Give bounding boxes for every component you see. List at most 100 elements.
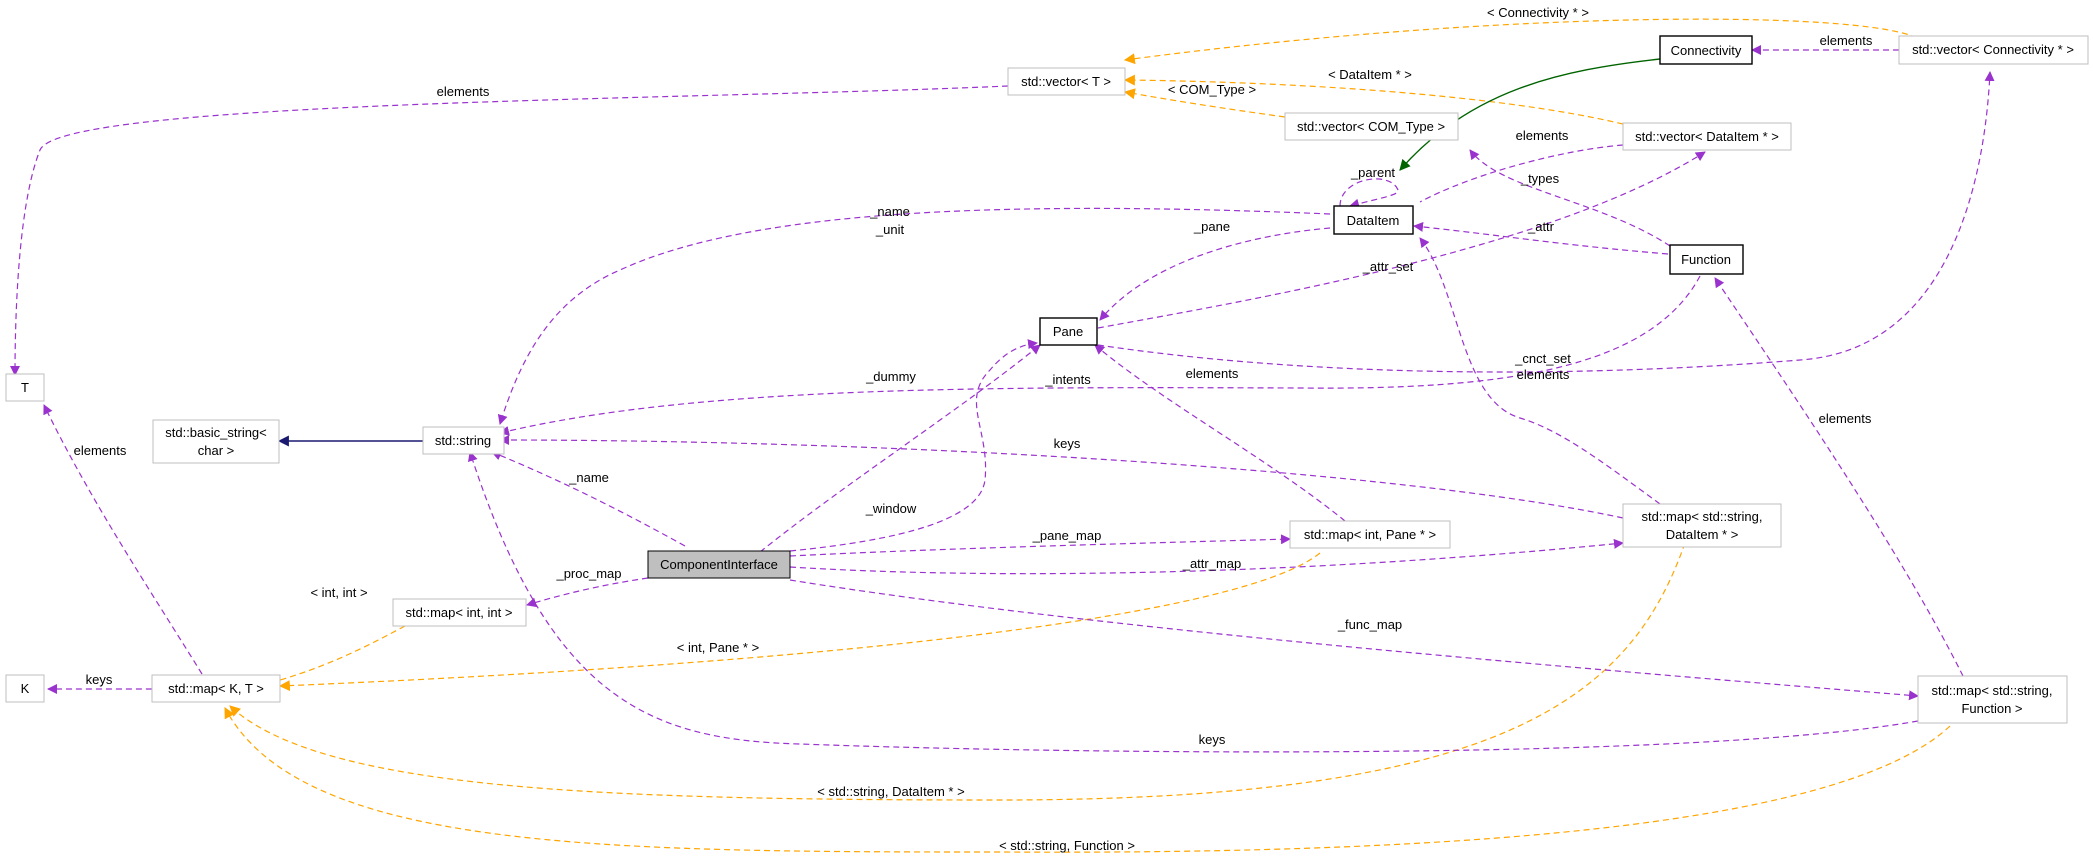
label-name-ci: _name [568, 470, 609, 485]
node-pane-label: Pane [1053, 324, 1083, 339]
label-com-vec-t: < COM_Type > [1168, 82, 1256, 97]
edge-ci-name [491, 450, 686, 547]
node-map-kt[interactable]: std::map< K, T > [151, 674, 281, 703]
node-vector-com-label: std::vector< COM_Type > [1297, 119, 1445, 134]
node-t[interactable]: T [5, 373, 45, 402]
label-cnct-set: _cnct_set [1514, 351, 1571, 366]
node-vector-t-label: std::vector< T > [1021, 74, 1111, 89]
node-basic-string-label-2: char > [198, 443, 235, 458]
node-map-int-pane[interactable]: std::map< int, Pane * > [1289, 520, 1451, 549]
edge-pane-cnct-set [1097, 71, 1995, 373]
edge-ci-window [789, 339, 1038, 552]
node-map-int-int-label: std::map< int, int > [406, 605, 513, 620]
label-vec-dataitem-elements: elements [1516, 128, 1569, 143]
edge-map-str-function-elements [1714, 277, 1964, 677]
label-name: _name [869, 204, 910, 219]
label-map-function-elements: elements [1819, 411, 1872, 426]
node-basic-string[interactable]: std::basic_string< char > [152, 419, 280, 464]
node-std-string-label: std::string [435, 433, 491, 448]
label-vec-conn-elements: elements [1820, 33, 1873, 48]
label-pane-map: _pane_map [1032, 528, 1102, 543]
edge-map-kt-elements [43, 404, 203, 675]
label-window: _window [865, 501, 917, 516]
edge-map-int-pane-elements [1094, 344, 1346, 522]
node-vector-dataitem[interactable]: std::vector< DataItem * > [1622, 122, 1792, 151]
label-types: _types [1520, 171, 1560, 186]
edge-vector-dataitem-to-vector-t [1123, 74, 1624, 125]
node-dataitem[interactable]: DataItem [1333, 205, 1414, 235]
node-vector-t[interactable]: std::vector< T > [1007, 67, 1126, 96]
edge-ci-proc-map [526, 577, 649, 608]
edge-map-str-dataitem-elements [1419, 237, 1661, 505]
label-attr-set: _attr_set [1362, 259, 1414, 274]
edge-map-int-int-to-map-kt [260, 625, 406, 688]
node-map-str-function-label-1: std::map< std::string, [1931, 683, 2052, 698]
label-int-int: < int, int > [310, 585, 367, 600]
edge-connectivity-to-dataitem [1399, 58, 1661, 171]
edge-map-str-function-to-map-kt [224, 707, 1951, 853]
node-dataitem-label: DataItem [1347, 213, 1400, 228]
node-k-label: K [21, 681, 30, 696]
node-map-str-dataitem-label-2: DataItem * > [1666, 527, 1739, 542]
label-pane: _pane [1193, 219, 1230, 234]
label-dataitem-vec-t: < DataItem * > [1328, 67, 1412, 82]
label-parent: _parent [1350, 165, 1395, 180]
node-t-label: T [21, 380, 29, 395]
edge-vector-connectivity-to-vector-t [1123, 18, 1918, 65]
label-keys-function: keys [1199, 732, 1226, 747]
edge-vector-t-elements [10, 85, 1009, 376]
node-function[interactable]: Function [1669, 244, 1744, 275]
edge-dataitem-parent [1339, 178, 1399, 209]
node-map-int-pane-label: std::map< int, Pane * > [1304, 527, 1436, 542]
edge-function-types [1469, 149, 1671, 247]
label-pane-elements: elements [1186, 366, 1239, 381]
edge-ci-func-map [789, 579, 1919, 701]
label-vec-t-elements: elements [437, 84, 490, 99]
node-connectivity-label: Connectivity [1671, 43, 1742, 58]
node-map-str-dataitem-label-1: std::map< std::string, [1641, 509, 1762, 524]
edge-dataitem-name-unit [497, 207, 1331, 425]
node-vector-connectivity-label: std::vector< Connectivity * > [1912, 42, 2074, 57]
label-function-elements: elements [1517, 367, 1570, 382]
node-pane[interactable]: Pane [1039, 317, 1098, 346]
edge-pane-attr-set [1097, 151, 1706, 329]
label-t-elements: elements [74, 443, 127, 458]
label-k-keys: keys [86, 672, 113, 687]
edge-map-str-dataitem-to-map-kt [229, 542, 1686, 801]
label-keys-dataitem: keys [1054, 436, 1081, 451]
label-str-function: < std::string, Function > [999, 838, 1135, 853]
edge-vector-dataitem-elements [1419, 144, 1624, 203]
node-function-label: Function [1681, 252, 1731, 267]
edge-vector-com-to-vector-t [1123, 88, 1286, 118]
node-map-str-function[interactable]: std::map< std::string, Function > [1917, 675, 2068, 724]
label-attr: _attr [1527, 219, 1555, 234]
edge-function-intents [499, 275, 1701, 436]
label-func-map: _func_map [1337, 617, 1402, 632]
label-proc-map: _proc_map [555, 566, 621, 581]
node-map-str-function-label-2: Function > [1961, 701, 2022, 716]
label-conn-vec-t: < Connectivity * > [1487, 5, 1589, 20]
label-dummy: _dummy [865, 369, 916, 384]
edge-map-str-function-keys [468, 451, 1919, 753]
node-component-interface[interactable]: ComponentInterface [647, 550, 791, 579]
node-connectivity[interactable]: Connectivity [1659, 35, 1753, 65]
edge-map-int-pane-to-map-kt [278, 552, 1321, 692]
node-basic-string-label-1: std::basic_string< [165, 425, 267, 440]
label-int-pane: < int, Pane * > [677, 640, 759, 655]
label-intents: _intents [1044, 372, 1091, 387]
label-attr-map: _attr_map [1182, 556, 1242, 571]
node-map-int-int[interactable]: std::map< int, int > [392, 598, 527, 627]
node-map-str-dataitem[interactable]: std::map< std::string, DataItem * > [1622, 503, 1782, 548]
edge-ci-attr-map [789, 538, 1624, 575]
label-str-dataitem: < std::string, DataItem * > [817, 784, 964, 799]
node-vector-connectivity[interactable]: std::vector< Connectivity * > [1898, 35, 2089, 65]
edge-function-attr [1413, 221, 1669, 255]
edge-map-str-dataitem-keys [499, 435, 1624, 519]
edge-dataitem-pane [1099, 227, 1331, 321]
node-std-string[interactable]: std::string [422, 426, 505, 455]
node-vector-com[interactable]: std::vector< COM_Type > [1284, 112, 1459, 141]
node-component-interface-label: ComponentInterface [660, 557, 778, 572]
node-k[interactable]: K [5, 674, 45, 703]
label-unit: _unit [875, 222, 905, 237]
